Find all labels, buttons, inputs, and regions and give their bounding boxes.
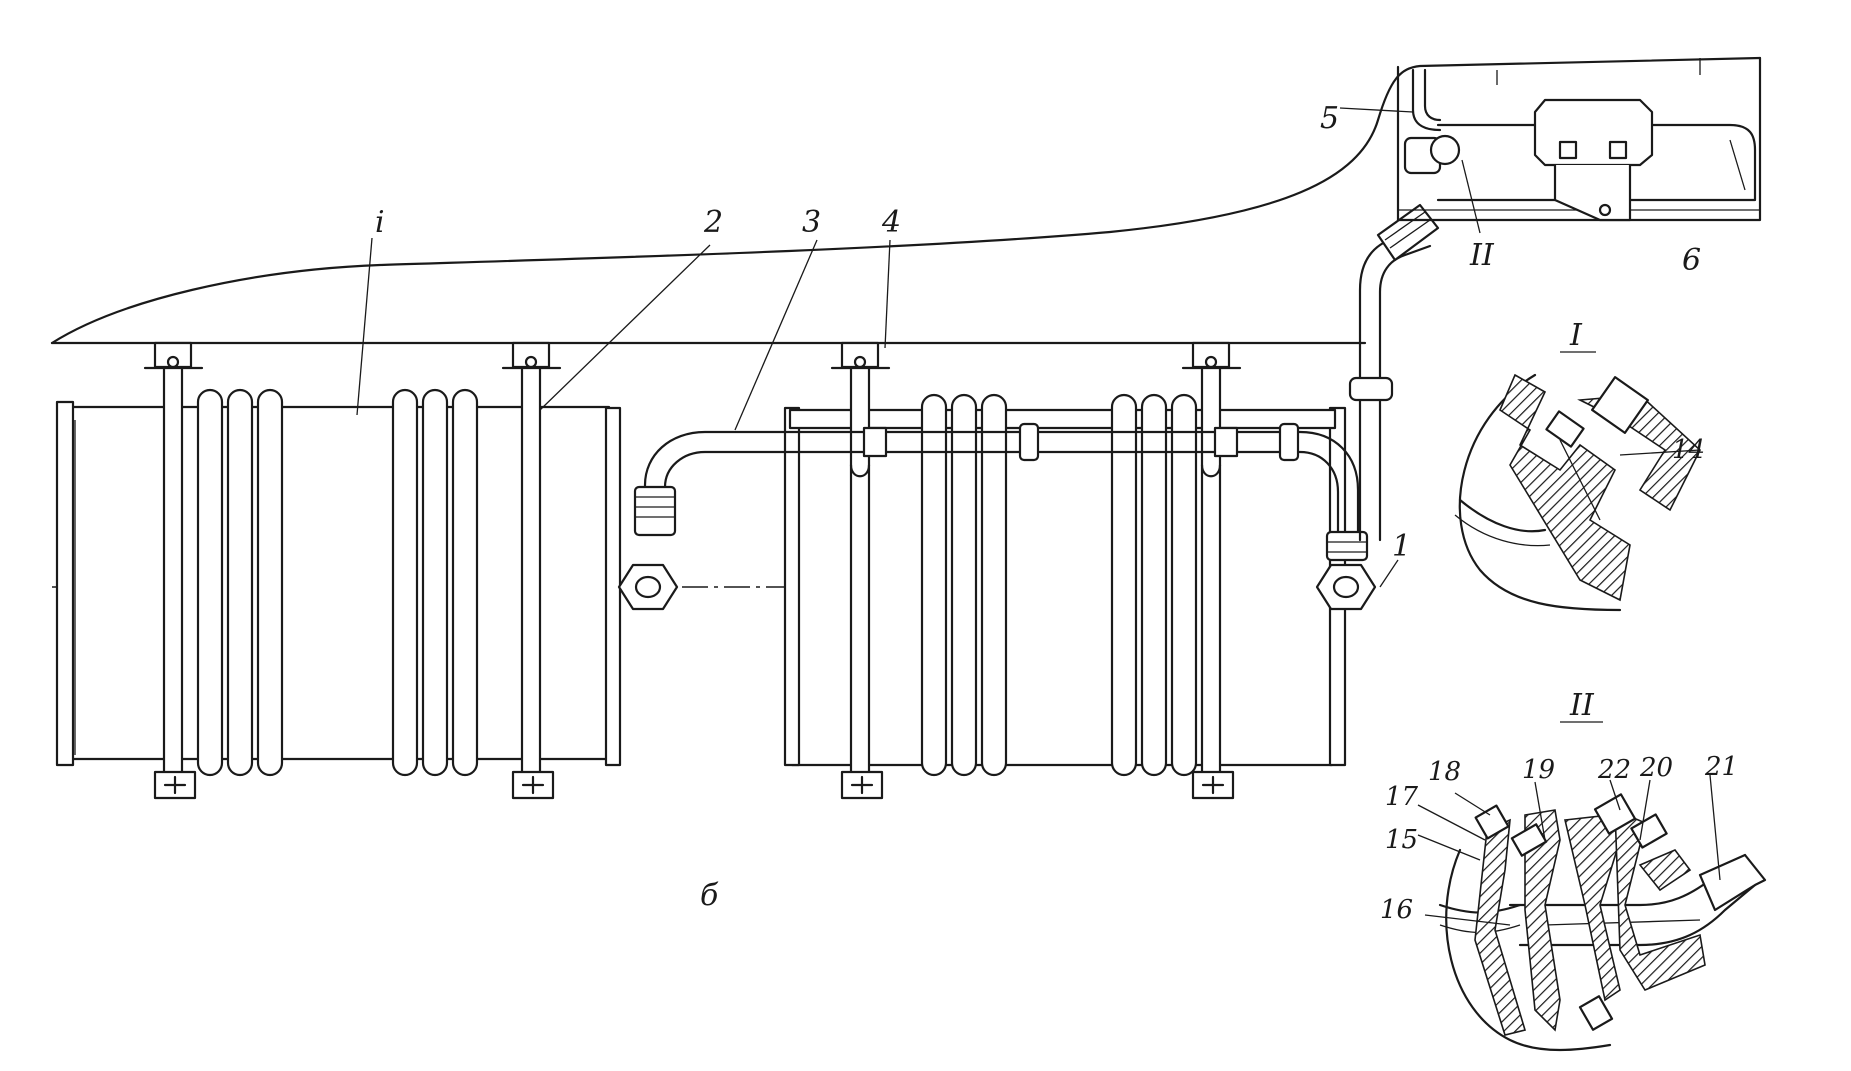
- label-part-17: 17: [1385, 782, 1419, 812]
- label-part-21: 21: [1704, 752, 1738, 782]
- right-end-fitting: [1315, 563, 1377, 611]
- label-part-5: 5: [1320, 101, 1339, 136]
- detail-i: I 14: [1454, 318, 1705, 612]
- right-bellows-b: [1110, 393, 1198, 777]
- label-callout-ii: II: [1469, 238, 1495, 273]
- leader-lines: [356, 107, 1481, 588]
- right-cylinder: [783, 406, 1347, 767]
- label-detail-i: I: [1569, 318, 1583, 353]
- connecting-pipe: [633, 422, 1369, 562]
- label-part-15: 15: [1385, 825, 1418, 855]
- label-part-16: 16: [1380, 895, 1413, 925]
- label-part-20: 20: [1639, 753, 1673, 783]
- hanger-1: [143, 341, 204, 800]
- label-part-1-end: 1: [1392, 529, 1411, 564]
- left-end-fitting: [617, 563, 679, 611]
- hanger-3: [830, 341, 891, 800]
- label-part-18: 18: [1428, 757, 1461, 787]
- equipment-box: [1396, 56, 1762, 222]
- label-part-2: 2: [703, 205, 723, 240]
- label-view-letter: б: [700, 878, 719, 913]
- label-part-1: i: [375, 205, 385, 240]
- label-part-14: 14: [1672, 435, 1705, 465]
- left-cylinder: [55, 400, 622, 767]
- left-bellows-a: [196, 388, 284, 777]
- label-part-6: 6: [1682, 243, 1701, 278]
- label-part-4: 4: [881, 205, 901, 240]
- hanger-2: [501, 341, 562, 800]
- riser-pipe: [1348, 203, 1440, 542]
- right-bellows-a: [920, 393, 1008, 777]
- left-bellows-b: [391, 388, 479, 777]
- car-body-outline: [50, 56, 1762, 345]
- label-part-19: 19: [1522, 755, 1555, 785]
- label-detail-ii: II: [1569, 688, 1595, 723]
- label-part-22: 22: [1597, 755, 1631, 785]
- detail-ii: II 17 18 15 16 19 22 2: [1380, 688, 1767, 1052]
- label-part-3: 3: [802, 205, 821, 240]
- hanger-4: [1181, 341, 1242, 800]
